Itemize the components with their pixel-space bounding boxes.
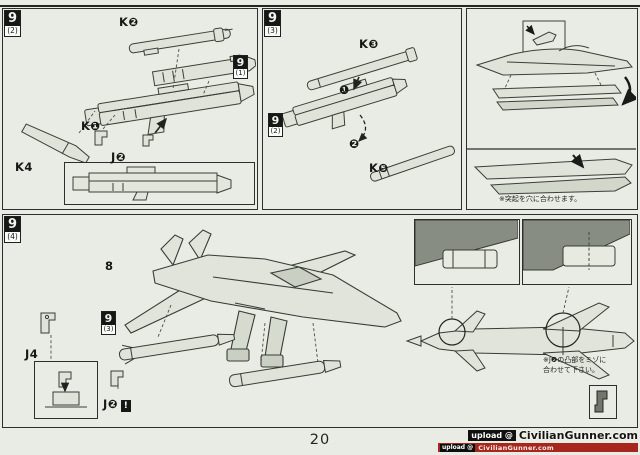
ref-badge-9-2: 9 (2) (268, 113, 283, 137)
watermark-prefix: upload @ (468, 430, 516, 441)
valkyrie-assembly-illustration (40, 229, 635, 389)
sequence-2-marker: ❷ (349, 137, 360, 151)
j2-fit-note-line1: ※J❷の凸部をミゾに (543, 356, 607, 364)
missile-pods (118, 333, 342, 388)
assembly-guide-dashes (50, 304, 319, 389)
j2-fit-note-line2: 合わせて下さい。 (543, 365, 599, 374)
part-label-k5: K❺ (369, 161, 389, 175)
clip-part-inset (589, 385, 617, 419)
watermark-line1: upload @ CivilianGunner.com (438, 429, 638, 442)
ref-number: 9 (234, 56, 247, 69)
watermark-bar-site: CivilianGunner.com (478, 443, 554, 452)
step-badge-9-3: 9 (3) (264, 10, 281, 37)
insert-arrow-icon (154, 117, 167, 134)
aircraft-three-quarter-view (124, 229, 402, 368)
j2-fit-note: ※J❷の凸部をミゾに 合わせて下さい。 (543, 356, 606, 376)
small-clip-parts (40, 312, 124, 387)
step-number: 9 (5, 217, 20, 232)
step-substep: (2) (7, 26, 18, 35)
step-badge-9-4: 9 (4) (4, 216, 21, 243)
step-number: 9 (5, 11, 20, 26)
part-label-j2-text: J❷ (103, 397, 119, 411)
inset-arrow-icon (525, 24, 535, 36)
fuselage-fit-panel: ※突起を穴に合わせます。 (466, 8, 638, 210)
step-number: 9 (265, 11, 280, 26)
gunpod-attach-illustration (281, 47, 455, 182)
part-label-8: 8 (105, 259, 114, 273)
flip-arrow-icon (621, 76, 636, 106)
watermark: upload @ CivilianGunner.com upload @ Civ… (438, 429, 638, 452)
callout-leader-dashes (451, 286, 570, 319)
attach-arrow-icon (570, 153, 585, 169)
part-label-j2: J❷! (103, 397, 132, 412)
ref-substep: (2) (270, 127, 281, 135)
wing-joint-closeup-right (522, 219, 632, 285)
ref-number: 9 (269, 114, 282, 127)
watermark-line2: upload @ CivilianGunner.com (438, 443, 638, 452)
ref-substep: (1) (235, 69, 246, 77)
part-label-k2: K❷ (119, 15, 139, 29)
fuselage-fit-illustration (467, 20, 636, 195)
fit-note: ※突起を穴に合わせます。 (499, 195, 582, 203)
wing-joint-closeup-left (414, 219, 520, 285)
ref-number: 9 (102, 312, 115, 325)
ref-substep: (3) (103, 325, 114, 333)
wing-joint-closeup-right-art (523, 220, 630, 271)
part-label-k1: K❶ (81, 119, 101, 133)
finished-gunpod-inset (64, 162, 255, 205)
page-number: 20 (309, 432, 331, 448)
part-label-j4: J4 (25, 347, 39, 361)
caution-icon: ! (121, 400, 132, 412)
pylon-detail-inset (34, 361, 98, 419)
wing-joint-closeup-left-art (415, 220, 518, 269)
step2-arrow-icon (358, 114, 368, 142)
clip-part-illustration (594, 390, 608, 413)
step-substep: (4) (7, 232, 18, 241)
watermark-site: CivilianGunner.com (518, 429, 638, 442)
watermark-bar-prefix: upload @ (440, 443, 476, 452)
assembly-guide-dashes (78, 48, 210, 134)
finished-gunpod-illustration (72, 166, 232, 201)
aircraft-top-view (405, 302, 635, 380)
step-substep: (3) (267, 26, 278, 35)
part-label-j2: J❷ (111, 150, 127, 164)
step-9-2-panel: 9 (2) 9 (1) K❷ K❶ J❷ K4 (2, 8, 258, 210)
step-9-4-panel: 9 (4) 9 (3) 8 J4 J❷! (2, 214, 638, 428)
assembly-guide-dashes (504, 72, 602, 89)
page-top-rule (0, 5, 640, 7)
part-label-k4: K4 (15, 160, 33, 174)
gunpod-assembly-illustration (21, 27, 256, 164)
step1-arrow-icon (353, 76, 363, 91)
sequence-1-marker: ❶ (339, 83, 350, 97)
step-9-3-panel: 9 (3) 9 (2) K❸ K❺ ❶ ❷ (262, 8, 462, 210)
ref-badge-9-1: 9 (1) (233, 55, 248, 79)
ref-badge-9-3: 9 (3) (101, 311, 116, 335)
part-label-k3: K❸ (359, 37, 379, 51)
pylon-detail-illustration (45, 371, 87, 408)
step-badge-9-2: 9 (2) (4, 10, 21, 37)
